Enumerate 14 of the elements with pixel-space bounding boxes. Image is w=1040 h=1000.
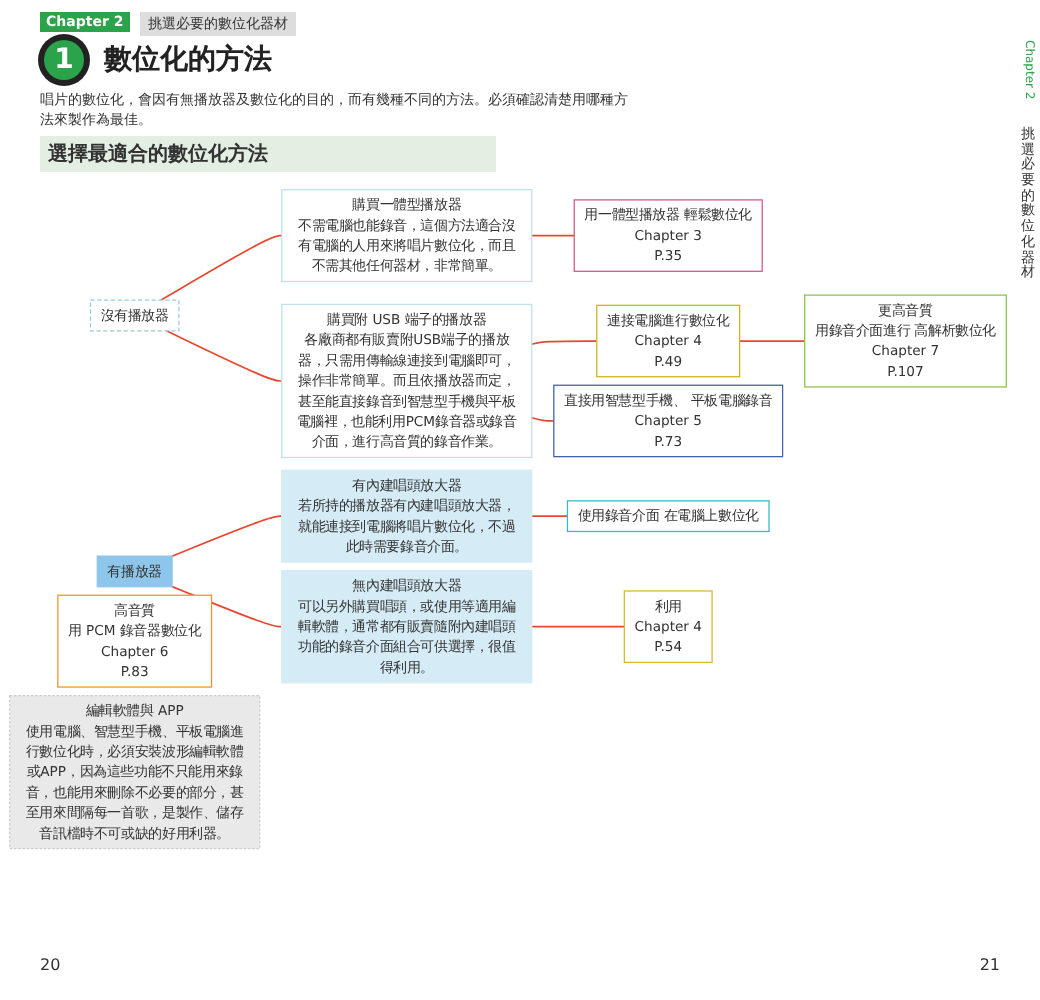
section-number: 1 [44, 40, 84, 80]
connector [165, 329, 283, 382]
connector [530, 416, 555, 422]
page-number: 20 [40, 956, 61, 974]
page-title: 數位化的方法 [104, 42, 272, 78]
connector [171, 515, 283, 558]
connector [530, 625, 626, 628]
section-heading: 選擇最適合的數位化方法 [40, 136, 496, 172]
connector [159, 234, 283, 302]
connector [530, 515, 569, 517]
connector [530, 234, 576, 237]
connector [530, 340, 598, 346]
page-number: 21 [979, 956, 1000, 974]
connector [738, 340, 806, 342]
